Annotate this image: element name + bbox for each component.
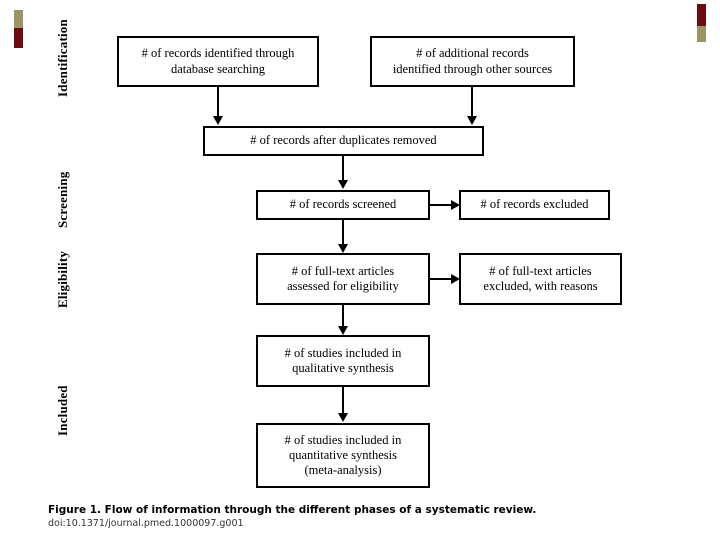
connector-screened-to-fulltext — [342, 220, 344, 245]
box-records-after-duplicates-removed: # of records after duplicates removed — [203, 126, 484, 156]
box-studies-included-quantitative-synthesis: # of studies included in quantitative sy… — [256, 423, 430, 488]
marker-segment-olive — [14, 10, 23, 28]
arrowhead-qualitative-to-quantitative — [338, 413, 348, 422]
connector-database-to-duplicates — [217, 87, 219, 117]
phase-label-identification: Identification — [55, 19, 70, 97]
connector-other-sources-to-duplicates — [471, 87, 473, 117]
arrowhead-other-sources-to-duplicates — [467, 116, 477, 125]
box-records-screened: # of records screened — [256, 190, 430, 220]
box-records-excluded: # of records excluded — [459, 190, 610, 220]
box-studies-included-qualitative-synthesis: # of studies included in qualitative syn… — [256, 335, 430, 387]
figure-caption: Figure 1. Flow of information through th… — [48, 503, 688, 531]
arrowhead-fulltext-to-qualitative — [338, 326, 348, 335]
box-fulltext-assessed-for-eligibility: # of full-text articles assessed for eli… — [256, 253, 430, 305]
arrowhead-database-to-duplicates — [213, 116, 223, 125]
connector-fulltext-to-qualitative — [342, 305, 344, 327]
caption-title: Figure 1. Flow of information through th… — [48, 504, 537, 516]
phase-label-eligibility: Eligibility — [55, 250, 70, 308]
corner-marker-right — [697, 4, 706, 42]
arrowhead-fulltext-to-fulltext-excluded — [451, 274, 460, 284]
arrowhead-duplicates-to-screened — [338, 180, 348, 189]
marker-segment-darkred — [14, 28, 23, 48]
connector-qualitative-to-quantitative — [342, 387, 344, 414]
connector-duplicates-to-screened — [342, 156, 344, 181]
arrowhead-screened-to-excluded — [451, 200, 460, 210]
connector-screened-to-excluded — [430, 204, 452, 206]
phase-label-included: Included — [55, 385, 70, 437]
box-fulltext-excluded-with-reasons: # of full-text articles excluded, with r… — [459, 253, 622, 305]
arrowhead-screened-to-fulltext — [338, 244, 348, 253]
phase-label-screening: Screening — [55, 171, 70, 229]
caption-doi: doi:10.1371/journal.pmed.1000097.g001 — [48, 518, 244, 530]
connector-fulltext-to-fulltext-excluded — [430, 278, 452, 280]
corner-marker-left — [14, 10, 23, 48]
box-records-identified-database: # of records identified through database… — [117, 36, 319, 87]
marker-segment-darkred — [697, 4, 706, 26]
box-records-identified-other-sources: # of additional records identified throu… — [370, 36, 575, 87]
marker-segment-olive — [697, 26, 706, 42]
